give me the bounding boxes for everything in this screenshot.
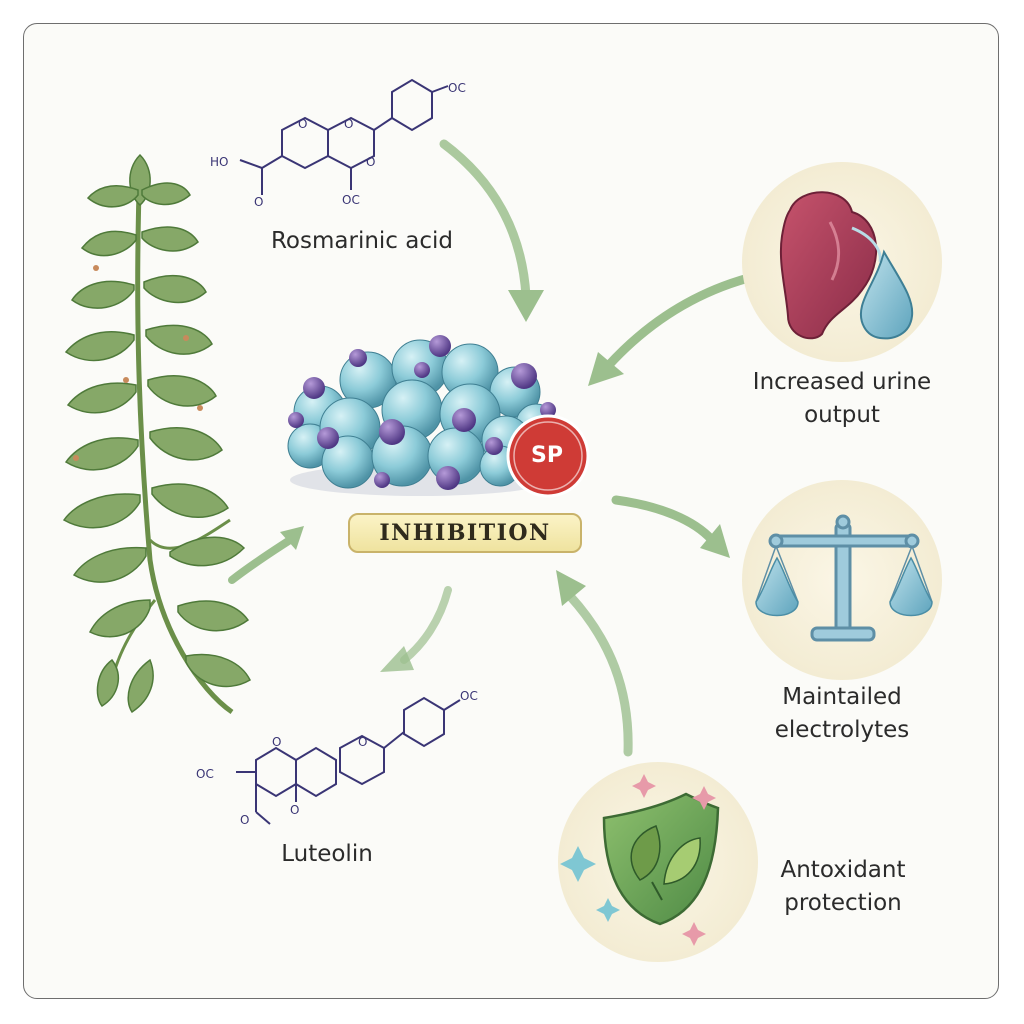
electrolytes-label: Maintailed electrolytes bbox=[752, 681, 932, 747]
stop-sign-icon bbox=[506, 414, 590, 498]
stop-sign-text: SP bbox=[531, 443, 563, 468]
kidney-droplet-icon bbox=[742, 162, 942, 362]
atom-label: OC bbox=[460, 689, 478, 703]
arrow-head bbox=[508, 290, 544, 322]
atom-label: HO bbox=[210, 155, 228, 169]
enzyme-cluster bbox=[287, 335, 557, 496]
rosmarinic-acid-label: Rosmarinic acid bbox=[252, 225, 472, 258]
inhibition-badge: INHIBITION bbox=[348, 513, 582, 553]
atom-label: O bbox=[344, 117, 353, 131]
effect-line: electrolytes bbox=[774, 717, 910, 743]
plant-illustration bbox=[62, 153, 304, 715]
effect-line: Antoxidant bbox=[780, 857, 906, 883]
leaf-shield-icon bbox=[558, 762, 758, 962]
effect-line: Maintailed bbox=[782, 684, 902, 710]
balance-scale-icon bbox=[742, 480, 942, 680]
atom-label: O bbox=[254, 195, 263, 209]
atom-label: OC bbox=[448, 81, 466, 95]
luteolin-atom-labels: OC O O O O OC bbox=[196, 689, 478, 827]
atom-label: O bbox=[298, 117, 307, 131]
atom-label: O bbox=[272, 735, 281, 749]
luteolin-structure bbox=[236, 696, 461, 825]
rosmarinic-acid-structure bbox=[239, 78, 449, 195]
atom-label: O bbox=[290, 803, 299, 817]
rosmarinic-atom-labels: HO O O O OC OC O bbox=[210, 81, 466, 209]
effect-line: protection bbox=[784, 890, 902, 916]
urine-output-label: Increased urine output bbox=[742, 366, 942, 432]
molecule-name: Rosmarinic acid bbox=[270, 228, 453, 254]
luteolin-label: Luteolin bbox=[262, 838, 392, 871]
effect-line: Increased urine bbox=[752, 369, 932, 395]
molecule-name: Luteolin bbox=[281, 841, 373, 867]
antioxidant-label: Antoxidant protection bbox=[748, 854, 938, 920]
atom-label: O bbox=[240, 813, 249, 827]
atom-label: OC bbox=[342, 193, 360, 207]
atom-label: O bbox=[366, 155, 375, 169]
atom-label: O bbox=[358, 735, 367, 749]
atom-label: OC bbox=[196, 767, 214, 781]
effect-line: output bbox=[804, 402, 880, 428]
